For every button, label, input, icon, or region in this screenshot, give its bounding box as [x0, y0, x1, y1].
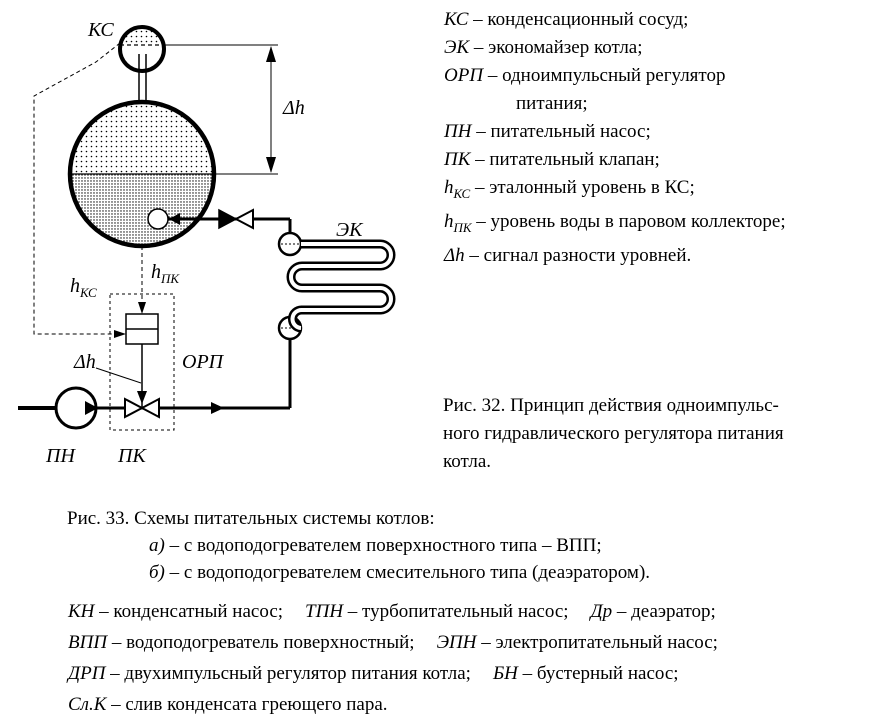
vessel-impulse-line — [33, 42, 126, 338]
legend-item-h-pk: hПК – уровень воды в паровом коллекторе; — [444, 210, 786, 235]
diagram-legend: КС – конденсационный сосуд; ЭК – эконома… — [444, 6, 874, 270]
delta-h-dimension — [165, 44, 278, 175]
economizer-coil — [277, 231, 396, 341]
caption-line: ного гидравлического регулятора питания — [443, 423, 784, 444]
caption-line: котла. — [443, 451, 492, 472]
abbreviation-list: КН – конденсатный насос;ТПН – турбопитат… — [68, 596, 878, 720]
ek-label: ЭК — [336, 219, 364, 241]
ks-label: КС — [87, 19, 114, 41]
regulator-diff-unit — [125, 313, 159, 345]
delta-h-top-label: Δh — [282, 97, 305, 119]
boiler-drum — [67, 99, 217, 249]
legend-item-orp-cont: питания; — [516, 93, 588, 114]
figure-33-caption: Рис. 33. Схемы питательных системы котло… — [67, 505, 867, 586]
boiler-feed-regulator-diagram: КС Δh ЭК — [18, 19, 396, 467]
legend-item-ek: ЭК – экономайзер котла; — [444, 37, 643, 58]
figure-33-item-a: а) – с водоподогревателем поверхностного… — [149, 535, 602, 556]
figure-33-item-b: б) – с водоподогревателем смесительного … — [149, 562, 651, 583]
h-pk-label: hПК — [151, 261, 180, 286]
abbreviation-line: ВПП – водоподогреватель поверхностный;ЭП… — [68, 632, 718, 653]
legend-item-pn: ПН – питательный насос; — [444, 121, 651, 142]
delta-h-bottom-label: Δh — [73, 351, 96, 373]
legend-item-pk: ПК – питательный клапан; — [444, 149, 660, 170]
abbreviation-line: Сл.К – слив конденсата греющего пара. — [68, 694, 388, 715]
drum-impulse-line — [138, 246, 146, 314]
figure-32-caption: Рис. 32. Принцип действия одноимпульс- н… — [443, 392, 863, 476]
pk-label: ПК — [117, 445, 147, 467]
feed-pump — [54, 386, 98, 430]
orp-label: ОРП — [182, 351, 225, 373]
condensation-vessel — [118, 25, 166, 104]
abbreviation-line: КН – конденсатный насос;ТПН – турбопитат… — [68, 601, 716, 622]
feed-inlet-line — [168, 208, 292, 232]
caption-line: Рис. 32. Принцип действия одноимпульс- — [443, 395, 779, 416]
h-kc-label: hКС — [70, 275, 97, 300]
legend-item-orp: ОРП – одноимпульсный регулятор — [444, 65, 726, 86]
regulator-boundary — [109, 293, 175, 431]
abbreviation-line: ДРП – двухимпульсный регулятор питания к… — [68, 663, 679, 684]
pn-label: ПН — [45, 445, 76, 467]
figure-33-title: Рис. 33. Схемы питательных системы котло… — [67, 508, 435, 529]
legend-item-h-kc: hКС – эталонный уровень в КС; — [444, 177, 695, 201]
legend-item-delta-h: Δh – сигнал разности уровней. — [444, 244, 692, 266]
legend-item-ks: КС – конденсационный сосуд; — [444, 9, 689, 30]
feed-valve — [124, 344, 160, 419]
delta-h-leader — [95, 367, 142, 384]
